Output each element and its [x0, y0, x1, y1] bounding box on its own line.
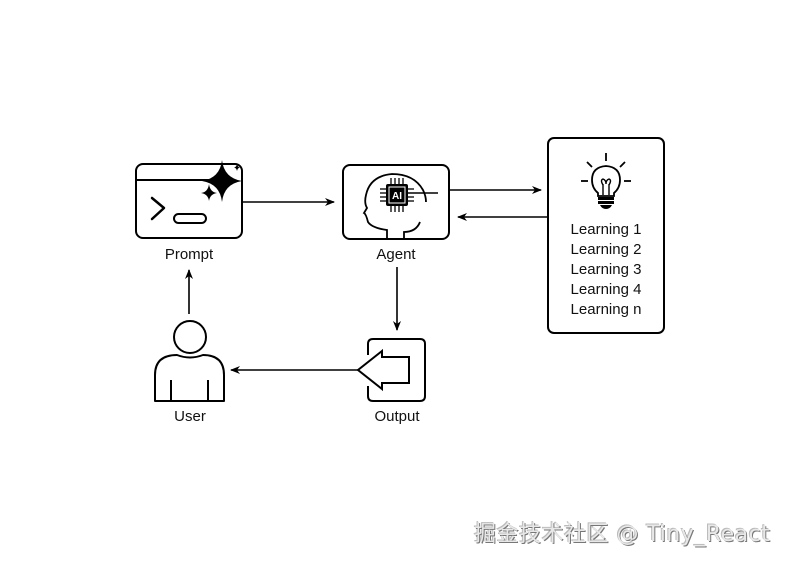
user-node: User	[154, 320, 225, 425]
learning-item: Learning 1	[571, 221, 642, 238]
terminal-sparkle-icon	[135, 160, 243, 239]
watermark: 掘金技术社区 @ Tiny_React	[474, 522, 771, 547]
ai-head-icon: AI	[362, 173, 438, 239]
learning-item: Learning 3	[571, 261, 642, 278]
user-icon	[154, 320, 225, 402]
agent-label: Agent	[376, 246, 416, 263]
chip-label: AI	[392, 191, 402, 202]
output-label: Output	[374, 408, 420, 425]
output-node: Output	[356, 338, 426, 425]
prompt-node: Prompt	[135, 160, 243, 263]
learning-item: Learning 4	[571, 281, 642, 298]
output-arrow-icon	[356, 338, 426, 402]
learning-item: Learning n	[571, 301, 642, 318]
learning-item: Learning 2	[571, 241, 642, 258]
user-label: User	[174, 408, 206, 425]
agent-node: AI Agent	[342, 164, 450, 263]
learnings-node: Learning 1 Learning 2 Learning 3 Learnin…	[547, 137, 665, 334]
lightbulb-icon	[581, 153, 631, 209]
prompt-label: Prompt	[165, 246, 214, 263]
